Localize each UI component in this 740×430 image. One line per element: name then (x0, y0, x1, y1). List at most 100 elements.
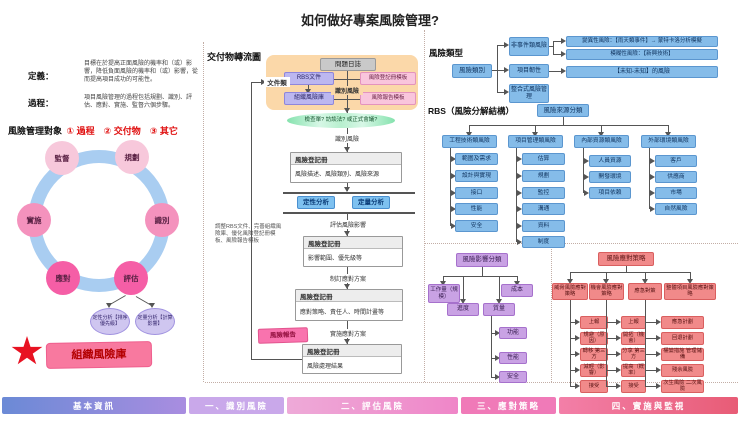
connector-line (443, 276, 444, 283)
connector-line (645, 354, 657, 355)
rbs-item: 開發環境 (589, 171, 631, 183)
arrowhead (517, 190, 522, 196)
arrowhead (440, 281, 446, 286)
impact-schedule-box: 進度 (447, 303, 479, 316)
connector-line (553, 41, 554, 55)
impact-quality-box: 質量 (483, 303, 515, 316)
connector-line (570, 322, 576, 323)
arrowhead (451, 223, 456, 229)
risk-category-root: 風險類別 (452, 64, 492, 78)
report-template-box: 風險報告模板 (360, 92, 416, 105)
opportunity-item: 接受 (621, 380, 646, 393)
footer-tab-basic-info: 基本資訊 (2, 397, 186, 414)
rbs-header: RBS（風險分解結構） (428, 106, 514, 116)
connector-line (251, 82, 252, 359)
quantitative-analysis-box: 定量分析 (352, 196, 390, 209)
connector-line (645, 300, 646, 386)
section-divider (205, 382, 738, 383)
rbs-item: 人員資源 (589, 155, 631, 167)
connector-line (251, 359, 302, 360)
contingency-item: 殘余風險 (661, 364, 704, 377)
opportunity-item: 上報 (621, 316, 646, 329)
rbs-item: 性能 (455, 203, 498, 215)
impact-quality-child: 性能 (499, 352, 527, 364)
connector-line (497, 70, 505, 71)
opportunity-item: 開拓（機會） (621, 331, 646, 345)
arrowhead (504, 42, 509, 48)
connector-line (491, 333, 496, 334)
footer-tab-respond: 三、應對策略 (461, 397, 556, 414)
arrowhead (344, 284, 350, 289)
arrowhead (460, 299, 466, 304)
connector-line (497, 92, 505, 93)
integrated-risk-branch: 整合式風險管理 (509, 84, 549, 103)
arrowhead (305, 89, 311, 94)
connector-line (334, 79, 360, 80)
arrowhead (344, 187, 350, 192)
connector-line (583, 148, 584, 193)
arrowhead (575, 319, 580, 325)
rbs-item: 規劃 (522, 170, 565, 182)
cycle-node-implement: 實施 (17, 203, 51, 237)
identify-risk-label: 識別風險 (331, 134, 363, 143)
connector-line (491, 316, 492, 377)
connector-line (491, 377, 496, 378)
connector-line (497, 45, 505, 46)
arrowhead (504, 89, 509, 95)
connector-line (570, 272, 691, 273)
arrowhead (650, 206, 655, 212)
flow-header: 交付物轉流圖 (207, 52, 262, 62)
cycle-node-respond: 應對 (46, 261, 80, 295)
variability-risk-box: 變異性風險：【雨天類事件】→ 蒙特卡洛分析模擬 (566, 36, 718, 47)
threat-item: 減輕（影響） (580, 364, 608, 377)
arrowhead (504, 67, 509, 73)
connector-line (645, 272, 646, 281)
threat-item: 轉移 第三方 (580, 348, 608, 361)
connector-line (553, 41, 562, 42)
connector-line (463, 276, 464, 302)
impact-cost-box: 成本 (501, 284, 533, 297)
risk-register-box-4: 風險登記冊 風險處理結果 (302, 344, 402, 374)
arrowhead (616, 351, 621, 357)
arrowhead (575, 335, 580, 341)
arrowhead (344, 147, 350, 152)
arrowhead (344, 231, 350, 236)
connector-line (570, 300, 571, 386)
register-title: 風險登記冊 (303, 345, 401, 357)
section-divider (203, 42, 204, 382)
rbs-item: 供應商 (655, 171, 697, 183)
connector-line (482, 267, 483, 276)
risk-register-box-1: 風險登記冊 風險描述、風險類別、風險來源 (290, 152, 402, 183)
opportunity-item: 提高（概率） (621, 363, 646, 377)
rbs-item: 安全 (455, 220, 498, 232)
threat-strategy-header: 威脅風險應對策略 (552, 283, 588, 300)
connector-line (649, 148, 650, 209)
rbs-file-box: RBS文件 (284, 72, 334, 85)
connector-line (645, 370, 657, 371)
connector-line (570, 370, 576, 371)
arrowhead (575, 351, 580, 357)
arrowhead (496, 299, 502, 304)
connector-line (645, 338, 657, 339)
contingency-item: 回退計劃 (661, 332, 704, 345)
qualitative-analysis-oval: 定性分析【排序優先級】 (90, 308, 130, 335)
opportunity-strategy-header: 機會風險應對策略 (589, 283, 624, 300)
arrowhead (656, 319, 661, 325)
arrowhead (561, 68, 566, 74)
arrowhead (261, 79, 266, 85)
connector-line (601, 125, 602, 134)
arrowhead (603, 279, 609, 284)
management-objects-line: 風險管理對象 ① 過程 ② 交付物 ③ 其它 (8, 121, 206, 139)
arrowhead (616, 335, 621, 341)
connector-line (553, 54, 562, 55)
implement-response-label: 實施應對方案 (327, 329, 369, 338)
rbs-item: 客戶 (655, 155, 697, 167)
objects-items: ① 過程 ② 交付物 ③ 其它 (66, 126, 178, 136)
overall-strategy-header: 整體項目風險應對策略 (664, 283, 716, 300)
connector-line (469, 125, 669, 126)
organization-risk-library-banner: 組織風險庫 (45, 341, 153, 369)
connector-line (606, 354, 617, 355)
arrowhead (584, 158, 589, 164)
process-label: 過程： (28, 98, 54, 108)
connector-line (469, 125, 470, 134)
